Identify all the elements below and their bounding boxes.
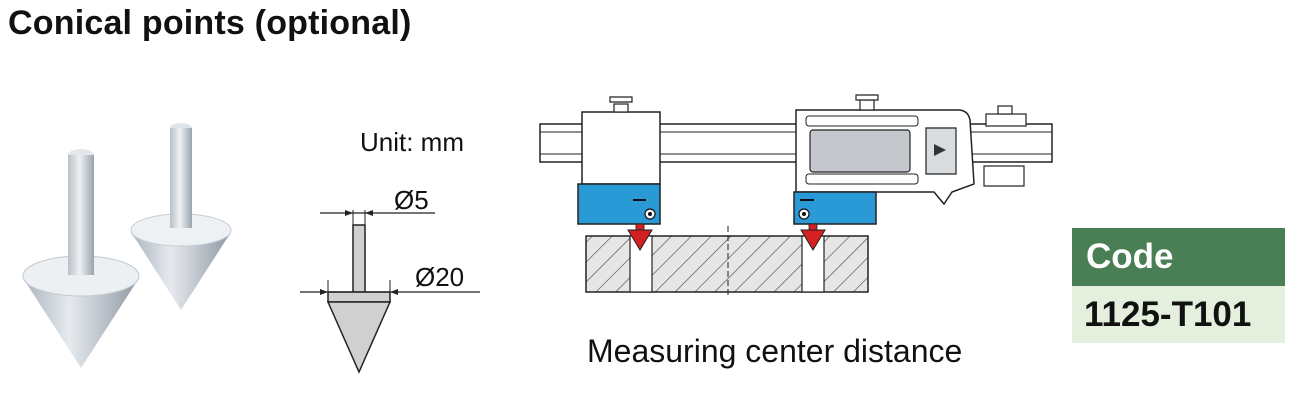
code-label: Code [1072,228,1285,286]
illustration-caption: Measuring center distance [587,333,963,369]
tip-diameter-label: Ø5 [394,185,429,215]
code-value: 1125-T101 [1072,286,1285,343]
unit-label: Unit: mm [360,127,464,157]
product-code-box: Code 1125-T101 [1072,228,1285,343]
page-title: Conical points (optional) [8,4,412,42]
caliper-measurement-illustration [539,94,1053,296]
conical-points-photo [22,123,232,368]
base-diameter-label: Ø20 [415,262,465,292]
conical-point-drawing [300,210,480,374]
